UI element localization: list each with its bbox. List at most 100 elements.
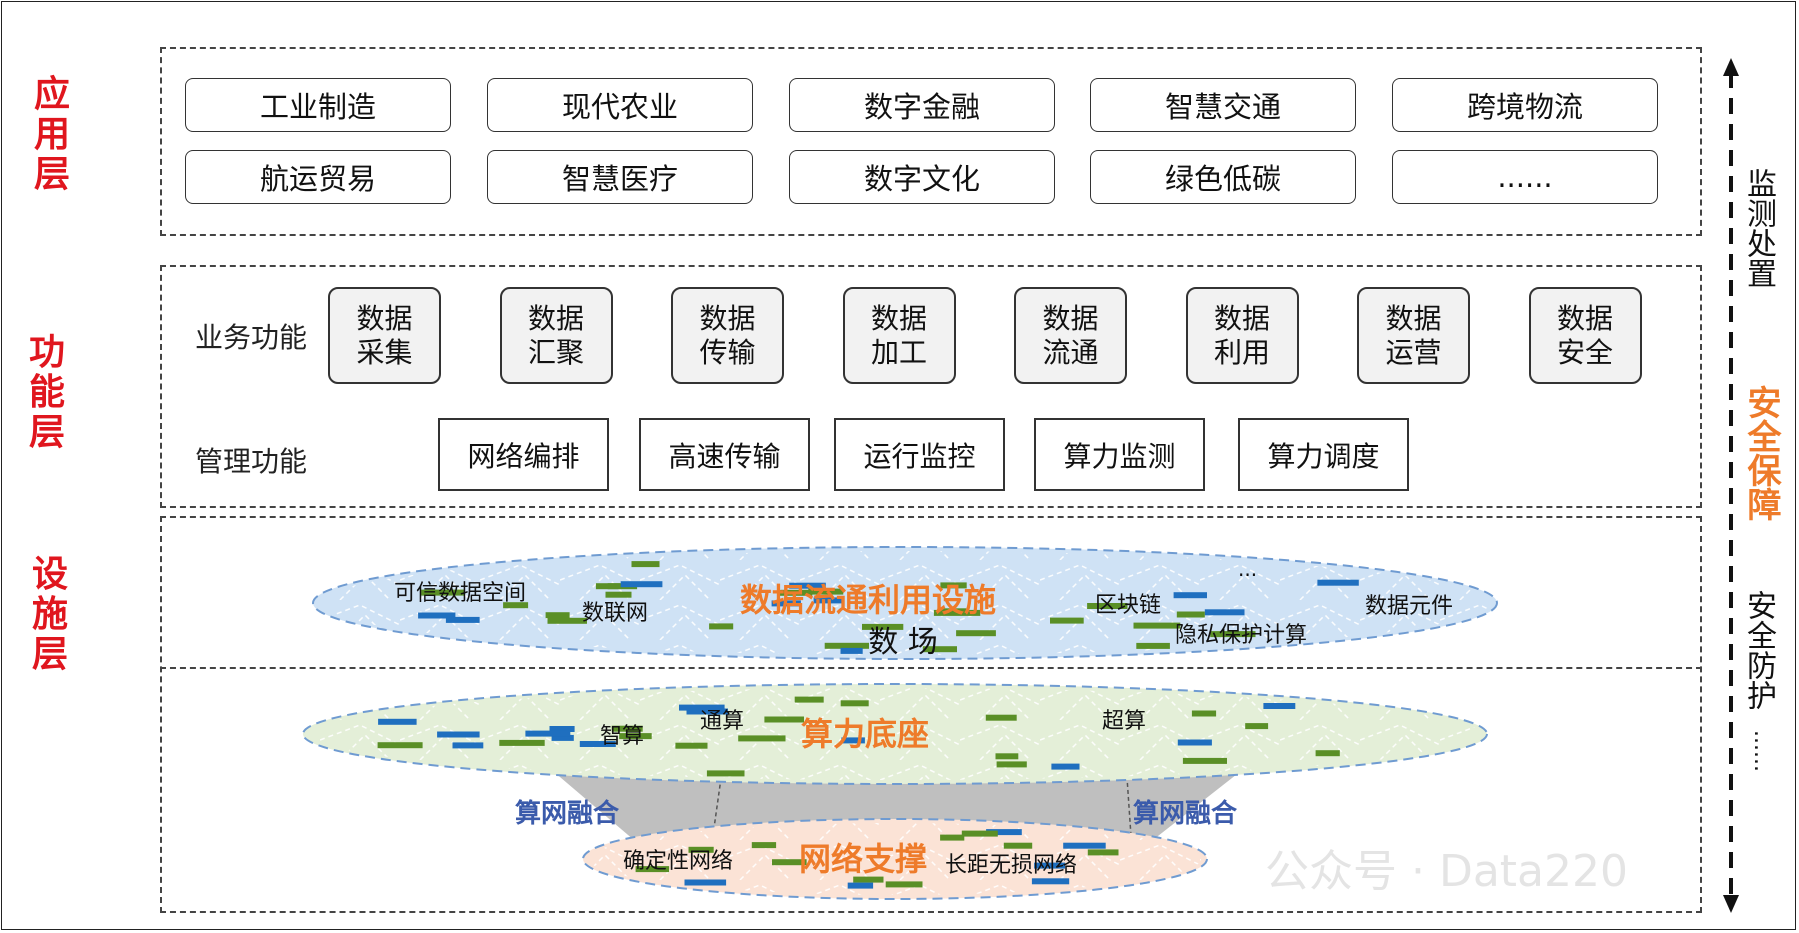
- node-marker: [619, 733, 652, 740]
- business-item: 数据传输: [671, 287, 784, 384]
- node-marker: [942, 608, 967, 615]
- data-field-subtitle: 数 场: [868, 625, 938, 660]
- business-item: 数据加工: [842, 287, 956, 384]
- business-item: 数据运营: [1357, 287, 1470, 384]
- node-marker: [1136, 642, 1170, 649]
- node-marker: [595, 583, 621, 590]
- node-marker: [738, 735, 786, 742]
- node-marker: [547, 617, 587, 624]
- node-marker: [772, 859, 807, 866]
- side-security-title: 安全保障: [1741, 385, 1781, 521]
- fusion-label-left: 算网融合: [515, 798, 620, 829]
- business-label: 业务功能: [195, 321, 308, 354]
- node-marker: [1263, 703, 1296, 709]
- side-protect: 安全防护: [1741, 590, 1776, 710]
- node-marker: [862, 623, 904, 630]
- node-marker: [503, 602, 529, 609]
- node-marker: [525, 730, 571, 737]
- app-item: 智慧医疗: [487, 150, 753, 204]
- node-marker: [824, 642, 869, 649]
- network-label-lossless: 长距无损网络: [945, 853, 1077, 878]
- node-marker: [549, 726, 575, 732]
- layer-label-infra: 设施层: [31, 554, 68, 675]
- side-monitor: 监测处置: [1741, 168, 1776, 288]
- node-marker: [418, 612, 456, 619]
- data-field-mesh: [320, 551, 1490, 655]
- node-marker: [1182, 757, 1227, 764]
- node-marker: [1315, 750, 1340, 757]
- node-marker: [961, 830, 998, 837]
- node-marker: [813, 597, 844, 604]
- node-marker: [771, 600, 801, 607]
- node-marker: [1031, 878, 1070, 885]
- data-field-title: 数据流通利用设施: [740, 581, 996, 619]
- node-marker: [840, 700, 869, 707]
- node-marker: [1063, 842, 1106, 849]
- node-marker: [1050, 617, 1084, 624]
- node-marker: [995, 753, 1019, 760]
- node-marker: [996, 761, 1027, 768]
- business-item: 数据汇聚: [499, 287, 613, 384]
- layer-label-app: 应用层: [33, 74, 70, 195]
- network-mesh: [589, 823, 1201, 895]
- data-field-label-data-net: 数联网: [582, 601, 648, 626]
- infra-layer-zone: [160, 516, 1702, 913]
- node-marker: [808, 588, 844, 595]
- fusion-line-left: [713, 749, 726, 829]
- node-marker: [985, 714, 1017, 721]
- node-marker: [853, 876, 884, 883]
- management-item: 运行监控: [834, 418, 1005, 491]
- compute-title: 算力底座: [801, 715, 929, 753]
- fusion-label-right: 算网融合: [1133, 798, 1238, 829]
- app-item: 智慧交通: [1090, 78, 1356, 132]
- compute-label-general: 通算: [700, 709, 744, 734]
- node-marker: [1051, 763, 1080, 770]
- compute-label-ai: 智算: [600, 724, 644, 749]
- node-marker: [764, 716, 804, 723]
- node-marker: [1087, 849, 1119, 856]
- node-marker: [445, 616, 480, 623]
- node-marker: [1034, 862, 1066, 869]
- node-marker: [605, 591, 632, 598]
- node-marker: [1177, 739, 1212, 746]
- node-marker: [841, 737, 865, 744]
- node-marker: [631, 561, 660, 568]
- node-marker: [377, 742, 423, 749]
- infra-divider: [160, 667, 1702, 669]
- app-item: ......: [1392, 150, 1658, 204]
- node-marker: [1003, 842, 1033, 849]
- node-marker: [706, 770, 745, 777]
- node-marker: [688, 846, 714, 853]
- node-marker: [1133, 622, 1181, 629]
- data-field-label-privacy: 隐私保护计算: [1175, 623, 1307, 648]
- node-marker: [635, 866, 670, 873]
- business-item: 数据流通: [1014, 287, 1127, 384]
- management-item: 算力监测: [1034, 418, 1205, 491]
- business-item: 数据安全: [1528, 287, 1642, 384]
- node-marker: [679, 704, 725, 711]
- node-marker: [1245, 723, 1269, 730]
- node-marker: [378, 718, 417, 725]
- node-marker: [709, 623, 734, 630]
- business-item: 数据采集: [328, 287, 441, 384]
- node-marker: [922, 646, 957, 653]
- management-item: 网络编排: [438, 418, 609, 491]
- management-item: 高速传输: [639, 418, 810, 491]
- node-marker: [675, 742, 708, 749]
- node-marker: [421, 589, 465, 596]
- node-marker: [437, 731, 480, 738]
- node-marker: [840, 647, 863, 654]
- data-field-label-more: ...: [1238, 557, 1257, 581]
- node-marker: [611, 725, 643, 732]
- data-field-label-element: 数据元件: [1365, 594, 1453, 619]
- node-marker: [940, 582, 967, 589]
- layer-label-func: 功能层: [28, 332, 65, 453]
- node-marker: [686, 708, 728, 715]
- node-marker: [620, 581, 663, 588]
- node-marker: [684, 879, 727, 886]
- management-item: 算力调度: [1238, 418, 1409, 491]
- app-item: 航运贸易: [185, 150, 451, 204]
- node-marker: [885, 881, 923, 888]
